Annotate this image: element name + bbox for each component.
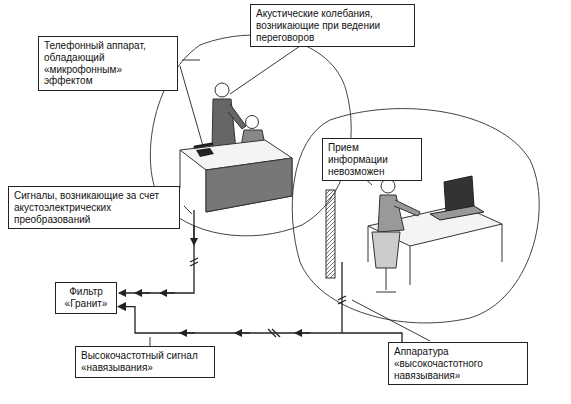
- desk: [180, 140, 292, 212]
- telephone-line: [180, 262, 346, 337]
- callout-box: Прием информации невозможен: [322, 138, 422, 181]
- leader-line: [180, 66, 203, 146]
- telephone: [195, 144, 212, 147]
- standing-person: [215, 83, 229, 97]
- leader-line: [230, 46, 300, 94]
- laptop: [430, 176, 484, 220]
- leader-line: [150, 337, 151, 346]
- telephone-line: [193, 225, 194, 245]
- callout-box: Сигналы, возникающие за счет акустоэлект…: [8, 186, 180, 229]
- telephone: [195, 144, 214, 157]
- callout-text: Высокочастотный сигнал «навязывания»: [81, 350, 209, 374]
- room-outline: [292, 109, 539, 323]
- callout-box: Аппаратура «высокочастотного навязывания…: [388, 342, 528, 385]
- desk: [180, 150, 292, 212]
- desk: [206, 158, 292, 212]
- callout-text: Аппаратура «высокочастотного навязывания…: [394, 346, 522, 381]
- callout-box: Высокочастотный сигнал «навязывания»: [75, 346, 215, 378]
- callout-text: Телефонный аппарат, обладающий «микрофон…: [44, 40, 172, 87]
- telephone: [196, 148, 214, 157]
- telephone-line: [338, 296, 346, 304]
- callout-text: Прием информации невозможен: [328, 142, 416, 177]
- seated-person: [394, 200, 420, 216]
- telephone-line: [135, 292, 150, 293]
- telephone-line: [190, 258, 198, 266]
- shield-wall: [326, 190, 335, 278]
- leader-line: [184, 206, 192, 214]
- laptop: [430, 206, 484, 220]
- seated-person: [378, 195, 404, 232]
- telephone-line: [160, 292, 175, 293]
- seated-person: [246, 116, 259, 129]
- leader-line: [182, 60, 200, 61]
- callout-box: Акустические колебания, возникающие при …: [250, 4, 415, 47]
- signal-arrow: [118, 307, 402, 342]
- callout-text: Фильтр «Гранит»: [61, 286, 111, 310]
- leader-line: [352, 300, 430, 341]
- room-outline: [150, 35, 351, 236]
- standing-person: [212, 83, 246, 150]
- seated-person: [372, 232, 400, 292]
- callout-text: Сигналы, возникающие за счет акустоэлект…: [14, 190, 174, 225]
- callout-box: Телефонный аппарат, обладающий «микрофон…: [38, 36, 178, 91]
- standing-person: [228, 104, 246, 129]
- callout-text: Акустические колебания, возникающие при …: [256, 8, 409, 43]
- leader-line: [150, 46, 430, 346]
- seated-person: [372, 179, 420, 292]
- filter-box: Фильтр «Гранит»: [55, 282, 117, 314]
